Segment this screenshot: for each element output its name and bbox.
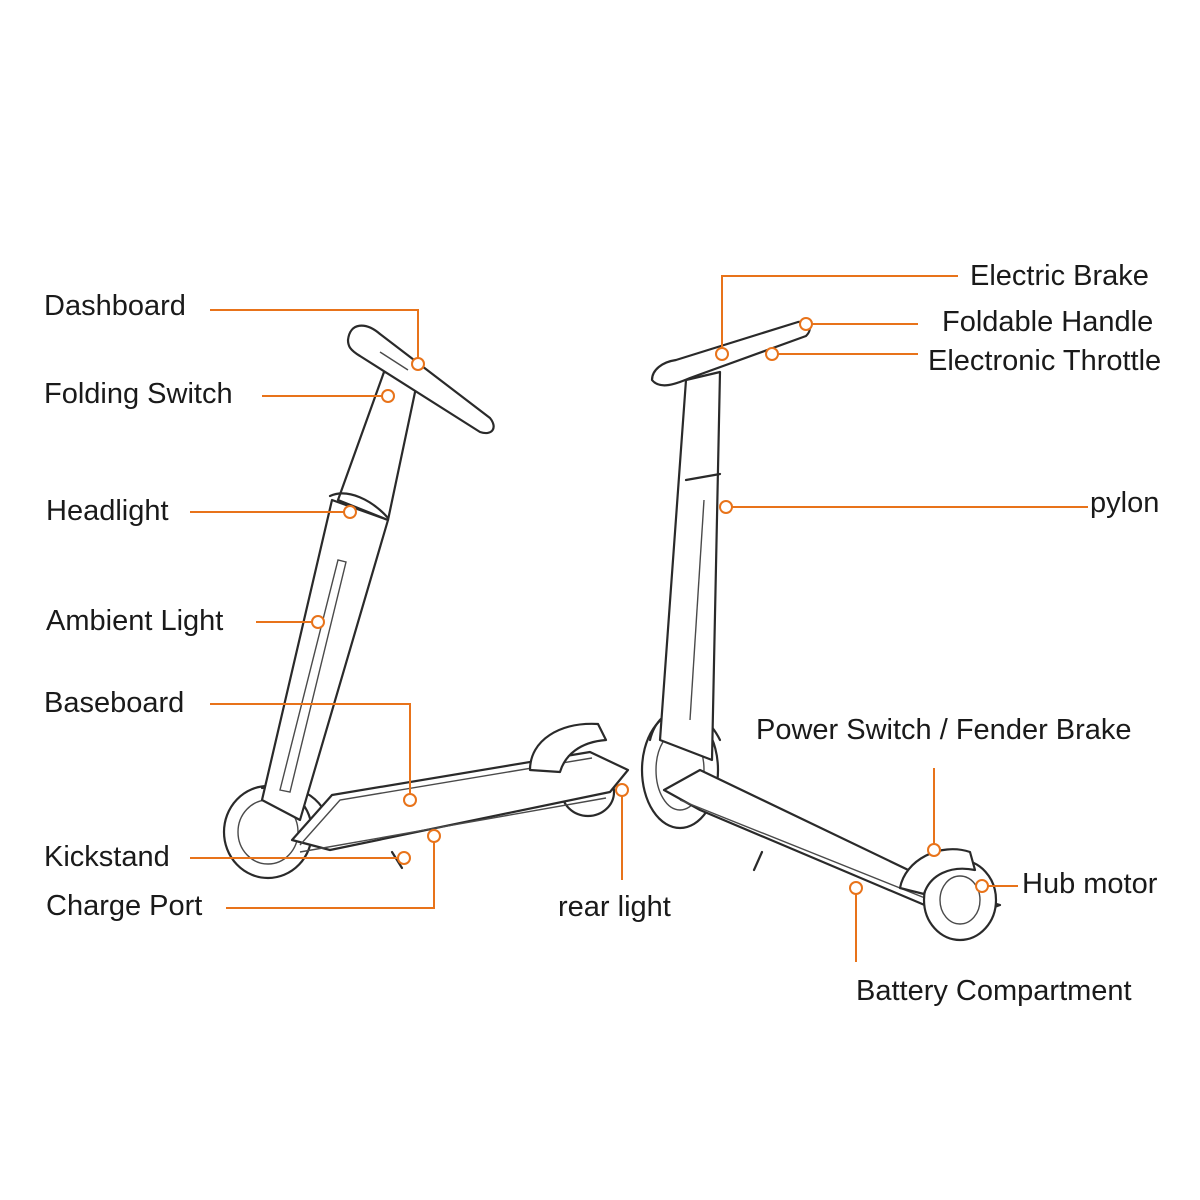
label-foldable-handle: Foldable Handle <box>942 306 1154 338</box>
label-baseboard: Baseboard <box>44 687 185 719</box>
label-dashboard: Dashboard <box>44 290 186 322</box>
left-upper-stem <box>336 370 420 522</box>
left-scooter <box>222 324 630 880</box>
label-headlight: Headlight <box>46 495 169 527</box>
right-scooter <box>640 320 1002 942</box>
right-stem <box>658 370 722 762</box>
label-charge-port: Charge Port <box>46 890 203 922</box>
label-battery-compartment: Battery Compartment <box>856 975 1132 1007</box>
label-pylon: pylon <box>1090 487 1160 519</box>
leader-charge-port <box>226 836 435 909</box>
left-deck <box>290 750 630 852</box>
leader-baseboard <box>210 703 411 800</box>
leader-dashboard <box>210 309 419 364</box>
label-hub-motor: Hub motor <box>1022 868 1158 900</box>
label-electric-brake: Electric Brake <box>970 260 1149 292</box>
left-leaders <box>190 309 629 909</box>
label-kickstand: Kickstand <box>44 841 170 873</box>
label-power-switch: Power Switch / Fender Brake <box>756 714 1132 746</box>
label-ambient-light: Ambient Light <box>46 605 224 637</box>
label-electronic-throttle: Electronic Throttle <box>928 345 1162 377</box>
label-rear-light: rear light <box>558 891 671 923</box>
label-folding-switch: Folding Switch <box>44 378 233 410</box>
right-rear-fender <box>898 848 977 896</box>
leader-electric-brake <box>721 275 958 352</box>
left-stem <box>260 498 390 822</box>
left-rear-fender <box>528 722 608 774</box>
right-leaders <box>715 275 1088 962</box>
left-handlebar <box>346 324 495 435</box>
